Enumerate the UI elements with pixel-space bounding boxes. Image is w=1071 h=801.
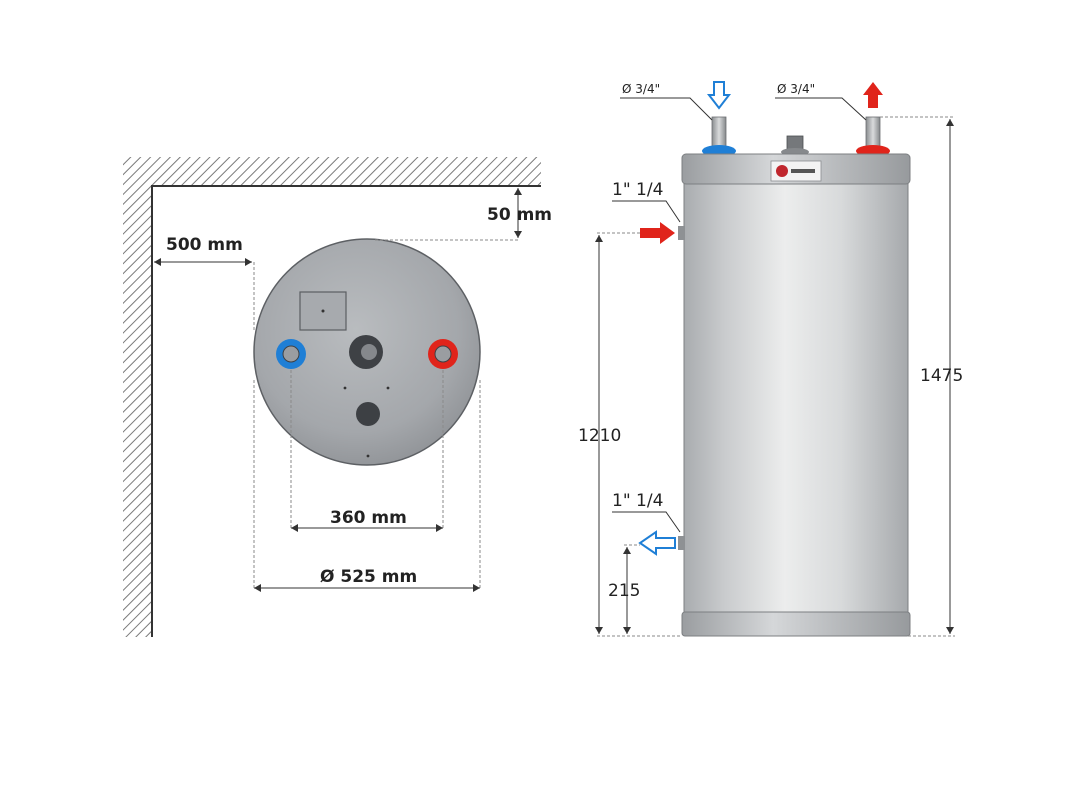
control-box-dot [321, 309, 325, 313]
inlet-height-arrow-bottom [595, 627, 603, 634]
cold-size-leader [620, 97, 713, 121]
back-distance-label: 50 mm [487, 205, 552, 225]
cold-connection-inner [282, 345, 300, 363]
diameter-dim-arrow-right [473, 584, 480, 592]
height-dim-arrow-top [946, 119, 954, 126]
primary-inlet-leader [612, 200, 681, 223]
outlet-height-arrow-bottom [623, 627, 631, 634]
diameter-label: Ø 525 mm [320, 567, 417, 587]
primary-inlet-stub [678, 226, 685, 240]
top-view: 50 mm 500 mm 360 mm Ø 525 mm [123, 157, 552, 637]
side-view: Ø 3/4" Ø 3/4" 1" 1/4 1" 1/4 1475 1210 21… [578, 81, 963, 637]
marker-dot-2 [386, 386, 390, 390]
wall-left-hatch [123, 157, 153, 637]
hot-size-leader [775, 97, 867, 121]
primary-outlet-stub [678, 536, 685, 550]
wall-dim-arrow-left [154, 258, 161, 266]
primary-inlet-size-label: 1" 1/4 [612, 180, 663, 200]
back-dim-arrow-bottom [514, 231, 522, 238]
spacing-dim-arrow-left [291, 524, 298, 532]
outlet-height-arrow-top [623, 547, 631, 554]
brand-logo-text-bar [791, 169, 815, 173]
primary-outlet-leader [612, 511, 681, 533]
arrow-down-outline-icon [706, 81, 732, 110]
arrow-right-filled-icon [640, 222, 675, 244]
tank-body [683, 154, 909, 636]
height-dim-arrow-bottom [946, 627, 954, 634]
back-dim-arrow-top [514, 188, 522, 195]
total-height-label: 1475 [920, 366, 963, 386]
cold-inlet-size-label: Ø 3/4" [622, 82, 660, 96]
diameter-dim-arrow-left [254, 584, 261, 592]
primary-inlet-height-label: 1210 [578, 426, 621, 446]
marker-dot-1 [343, 386, 347, 390]
hot-connection-inner [434, 345, 452, 363]
inlet-height-arrow-top [595, 235, 603, 242]
wall-distance-label: 500 mm [166, 235, 243, 255]
wall-top-hatch [123, 157, 541, 187]
hot-outlet-size-label: Ø 3/4" [777, 82, 815, 96]
arrow-up-filled-icon [863, 82, 883, 108]
marker-dot-3 [366, 454, 370, 458]
wall-dim-arrow-right [245, 258, 252, 266]
arrow-left-outline-icon [638, 530, 676, 556]
primary-outlet-size-label: 1" 1/4 [612, 491, 663, 511]
connection-spacing-label: 360 mm [330, 508, 407, 528]
primary-outlet-height-label: 215 [608, 581, 640, 601]
spacing-dim-arrow-right [436, 524, 443, 532]
wall-edge [151, 185, 541, 637]
sensor-connection-top [356, 402, 380, 426]
tank-bottom-band [681, 611, 911, 637]
brand-logo-mark [776, 165, 788, 177]
anode-inner [361, 344, 377, 360]
